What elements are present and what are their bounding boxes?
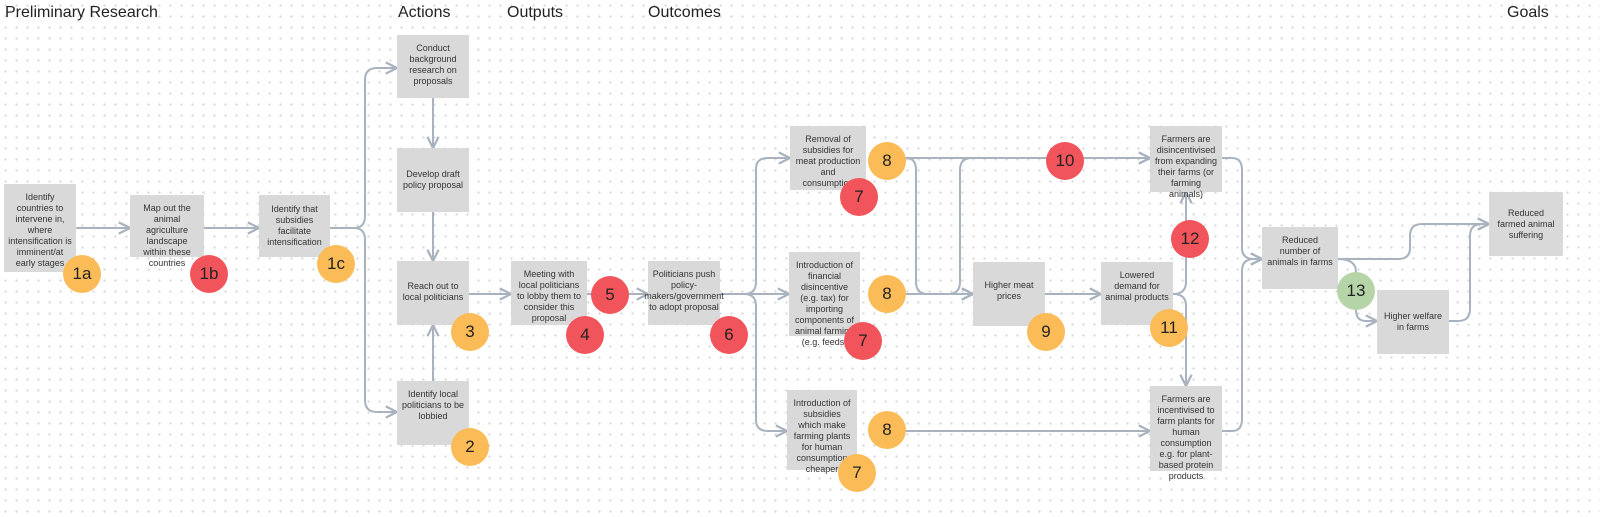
box-develop-draft: Develop draft policy proposal <box>397 148 469 212</box>
header-outcomes: Outcomes <box>648 4 721 21</box>
badge-12: 12 <box>1171 220 1209 258</box>
badge-3: 3 <box>451 313 489 351</box>
badge-7-removal: 7 <box>840 178 878 216</box>
badge-4: 4 <box>566 316 604 354</box>
header-outputs: Outputs <box>507 4 564 21</box>
header-actions: Actions <box>398 4 451 21</box>
box-reach-out: Reach out to local politicians <box>397 261 469 325</box>
box-higher-welfare: Higher welfare in farms <box>1377 290 1449 354</box>
connector-financial-disincentivised <box>905 158 1150 295</box>
badge-8-plants: 8 <box>868 411 906 449</box>
connector-welfare-suffering <box>1448 224 1489 322</box>
box-farmers-disincentivised: Farmers are disincentivised from expandi… <box>1150 126 1222 199</box>
badge-11: 11 <box>1150 309 1188 347</box>
box-financial-disincentive: Introduction of financial disincentive (… <box>789 252 860 347</box>
header-preliminary-research: Preliminary Research <box>5 4 158 21</box>
badge-8-financial: 8 <box>868 275 906 313</box>
box-identify-countries: Identify countries to intervene in, wher… <box>4 184 76 272</box>
badge-1a: 1a <box>63 255 101 293</box>
connector-removal-higher-prices <box>905 157 973 294</box>
box-identify-subsidies: Identify that subsidies facilitate inten… <box>259 195 330 257</box>
box-reduced-suffering: Reduced farmed animal suffering <box>1489 192 1563 256</box>
connector-reduced-suffering <box>1337 224 1489 260</box>
badge-7-financial: 7 <box>844 322 882 360</box>
badge-1b: 1b <box>190 255 228 293</box>
badge-1c: 1c <box>317 245 355 283</box>
badge-10: 10 <box>1046 142 1084 180</box>
box-reduced-number: Reduced number of animals in farms <box>1262 227 1338 289</box>
box-higher-meat-prices: Higher meat prices <box>973 262 1045 326</box>
badge-9: 9 <box>1027 313 1065 351</box>
connector-1c-conduct <box>329 68 397 229</box>
connector-push-plant-subsidies <box>719 293 787 431</box>
badge-8-removal: 8 <box>868 142 906 180</box>
connector-push-removal <box>719 158 790 295</box>
badge-2: 2 <box>451 428 489 466</box>
box-map-landscape: Map out the animal agriculture landscape… <box>130 195 204 268</box>
box-politicians-push: Politicians push policy-makers/governmen… <box>644 261 724 325</box>
badge-13: 13 <box>1337 272 1375 310</box>
connector-demand-incentivised <box>1172 293 1186 386</box>
connector-1c-identify-local <box>329 227 397 412</box>
box-conduct-research: Conduct background research on proposals <box>397 35 469 98</box>
badge-7-plants: 7 <box>838 454 876 492</box>
badge-5: 5 <box>591 276 629 314</box>
box-farmers-incentivised: Farmers are incentivised to farm plants … <box>1150 386 1222 481</box>
box-meeting-politicians: Meeting with local politicians to lobby … <box>511 261 587 325</box>
badge-6: 6 <box>710 316 748 354</box>
connector-incentivised-reduced <box>1221 259 1262 432</box>
header-goals: Goals <box>1507 4 1549 21</box>
connector-disincentivised-reduced <box>1221 157 1262 259</box>
connector-reduced-welfare <box>1337 258 1377 321</box>
